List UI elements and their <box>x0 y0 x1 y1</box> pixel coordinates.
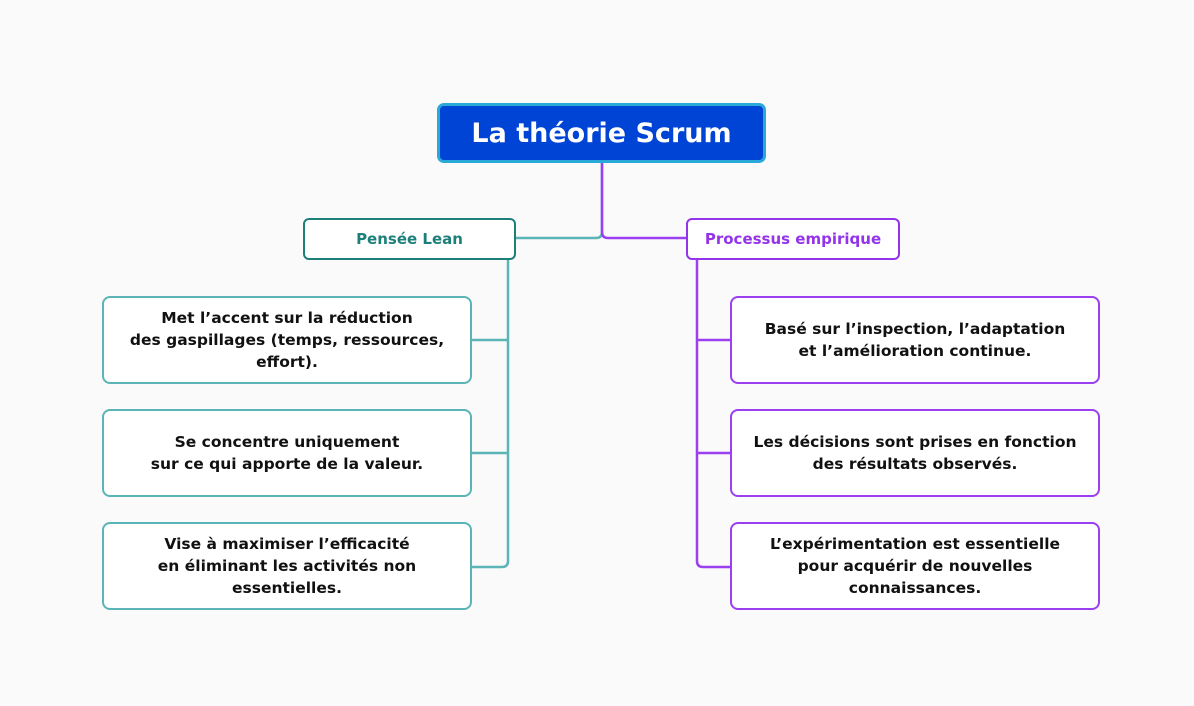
branch-processus-empirique[interactable]: Processus empirique <box>686 218 900 260</box>
empirique-item-decisions[interactable]: Les décisions sont prises en fonction de… <box>730 409 1100 497</box>
lean-item-reduction-gaspillages[interactable]: Met l’accent sur la réduction des gaspil… <box>102 296 472 384</box>
root-node[interactable]: La théorie Scrum <box>437 103 766 163</box>
branch-pensee-lean[interactable]: Pensée Lean <box>303 218 516 260</box>
lean-item-valeur[interactable]: Se concentre uniquement sur ce qui appor… <box>102 409 472 497</box>
connector-root-to-empirique <box>600 163 686 240</box>
connector-empirique-spine <box>695 260 730 569</box>
connector-root-to-lean <box>516 163 604 240</box>
empirique-item-inspection-adaptation[interactable]: Basé sur l’inspection, l’adaptation et l… <box>730 296 1100 384</box>
connector-lean-spine <box>472 260 510 569</box>
lean-item-efficacite[interactable]: Vise à maximiser l’efficacité en élimina… <box>102 522 472 610</box>
empirique-item-experimentation[interactable]: L’expérimentation est essentielle pour a… <box>730 522 1100 610</box>
